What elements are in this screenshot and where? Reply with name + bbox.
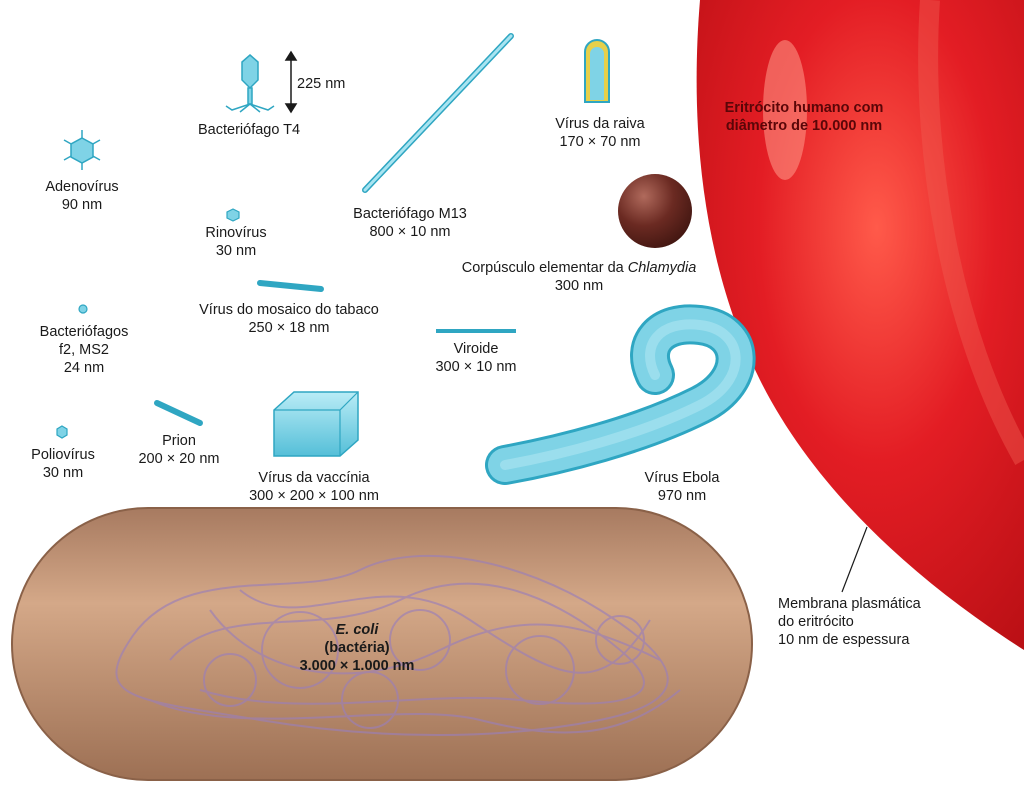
erythrocyte-label: Eritrócito humano com diâmetro de 10.000…: [718, 99, 890, 135]
vaccinia-size: 300 × 200 × 100 nm: [249, 488, 379, 504]
rabies-size: 170 × 70 nm: [559, 134, 641, 150]
erythrocyte-cell: [696, 0, 1024, 650]
erythrocyte-line2: diâmetro de 10.000 nm: [725, 118, 883, 134]
rhinovirus-shape: [226, 208, 240, 222]
rabies-virus-shape: [584, 39, 610, 103]
ecoli-size-label: 3.000 × 1.000 nm: [300, 658, 415, 674]
phages-line2: f2, MS2: [59, 342, 109, 358]
phages-line1: Bacteriófagos: [39, 324, 129, 340]
poliovirus-size: 30 nm: [42, 465, 84, 481]
vaccinia-virus-shape: [273, 391, 359, 457]
viroid-size: 300 × 10 nm: [435, 359, 517, 375]
ebola-size: 970 nm: [657, 488, 707, 504]
rabies-label: Vírus da raiva 170 × 70 nm: [545, 115, 655, 151]
poliovirus-shape: [56, 425, 68, 439]
ebola-label: Vírus Ebola 970 nm: [636, 469, 728, 505]
t4-name: Bacteriófago T4: [198, 122, 301, 138]
phages-f2-ms2-shape: [78, 304, 88, 314]
ecoli-type-label: (bactéria): [324, 640, 389, 656]
chlamydia-label: Corpúsculo elementar da Chlamydia 300 nm: [452, 259, 706, 295]
chlamydia-italic: Chlamydia: [627, 260, 697, 276]
adenovirus-size: 90 nm: [61, 197, 103, 213]
t4-size-label: 225 nm: [297, 76, 346, 92]
m13-label: Bacteriófago M13 800 × 10 nm: [342, 205, 478, 241]
adenovirus-name: Adenovírus: [45, 179, 119, 195]
ebola-virus-shape: [485, 304, 756, 485]
m13-size: 800 × 10 nm: [369, 224, 451, 240]
adenovirus-label: Adenovírus 90 nm: [40, 178, 124, 214]
t4-phage-shape: [225, 54, 275, 113]
poliovirus-name: Poliovírus: [31, 447, 95, 463]
tmv-shape: [257, 280, 324, 292]
viroid-name: Viroide: [453, 341, 499, 357]
t4-label: Bacteriófago T4: [198, 121, 300, 139]
membrane-label: Membrana plasmática do eritrócito 10 nm …: [778, 595, 921, 649]
chlamydia-shape: [618, 174, 692, 248]
rabies-name: Vírus da raiva: [555, 116, 645, 132]
tmv-name: Vírus do mosaico do tabaco: [199, 302, 379, 318]
membrane-line1: Membrana plasmática: [778, 596, 921, 612]
m13-name: Bacteriófago M13: [353, 206, 467, 222]
prion-label: Prion 200 × 20 nm: [131, 432, 227, 468]
ecoli-bacterium: [11, 507, 753, 781]
adenovirus-shape: [63, 130, 101, 170]
chlamydia-name: Corpúsculo elementar da Chlamydia: [452, 259, 706, 277]
prion-size: 200 × 20 nm: [138, 451, 220, 467]
m13-phage-highlight: [363, 34, 513, 192]
tmv-size: 250 × 18 nm: [248, 320, 330, 336]
viroid-label: Viroide 300 × 10 nm: [428, 340, 524, 376]
rhinovirus-name: Rinovírus: [205, 225, 267, 241]
tmv-label: Vírus do mosaico do tabaco 250 × 18 nm: [192, 301, 386, 337]
rhinovirus-label: Rinovírus 30 nm: [198, 224, 274, 260]
vaccinia-name: Vírus da vaccínia: [258, 470, 370, 486]
prion-shape: [154, 400, 203, 426]
ecoli-dna: [115, 554, 681, 736]
prion-name: Prion: [162, 433, 196, 449]
phages-f2-ms2-label: Bacteriófagos f2, MS2 24 nm: [34, 323, 134, 377]
membrane-line3: 10 nm de espessura: [778, 632, 910, 648]
ebola-name: Vírus Ebola: [644, 470, 720, 486]
vaccinia-label: Vírus da vaccínia 300 × 200 × 100 nm: [238, 469, 390, 505]
t4-size-arrow: [284, 50, 298, 114]
erythrocyte-line1: Eritrócito humano com: [724, 100, 884, 116]
poliovirus-label: Poliovírus 30 nm: [24, 446, 102, 482]
chlamydia-prefix: Corpúsculo elementar da: [461, 260, 628, 276]
membrane-leader-line: [841, 526, 868, 593]
phages-size: 24 nm: [63, 360, 105, 376]
chlamydia-size: 300 nm: [554, 278, 604, 294]
rhinovirus-size: 30 nm: [215, 243, 257, 259]
membrane-line2: do eritrócito: [778, 614, 854, 630]
ecoli-name-label: E. coli: [336, 622, 380, 638]
